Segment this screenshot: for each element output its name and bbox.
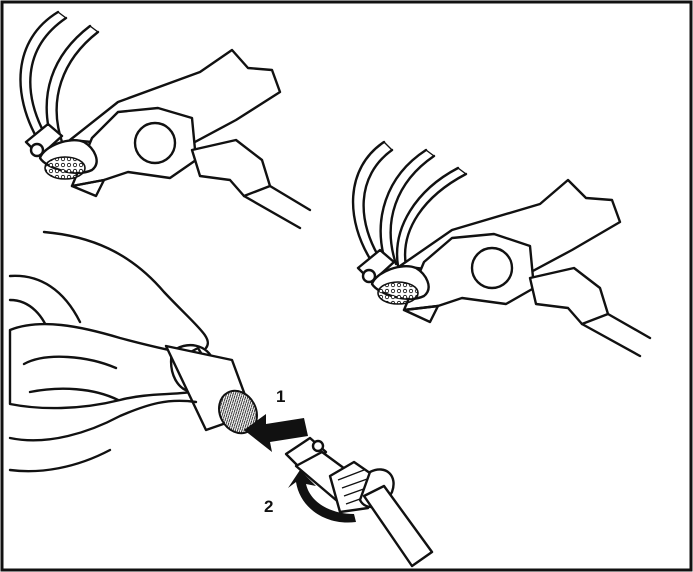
crimping-pliers-right	[353, 142, 650, 356]
step-label-1: 1	[276, 387, 285, 406]
connector-with-cable: 2	[264, 438, 432, 566]
wire-bundle-top-left	[20, 12, 98, 142]
step-label-2: 2	[264, 497, 273, 516]
crimping-pliers-top-left	[20, 12, 310, 228]
cable	[364, 486, 432, 566]
pivot-circle	[472, 248, 512, 288]
pivot-circle	[135, 123, 175, 163]
hand-holding-ferrule	[10, 232, 264, 471]
